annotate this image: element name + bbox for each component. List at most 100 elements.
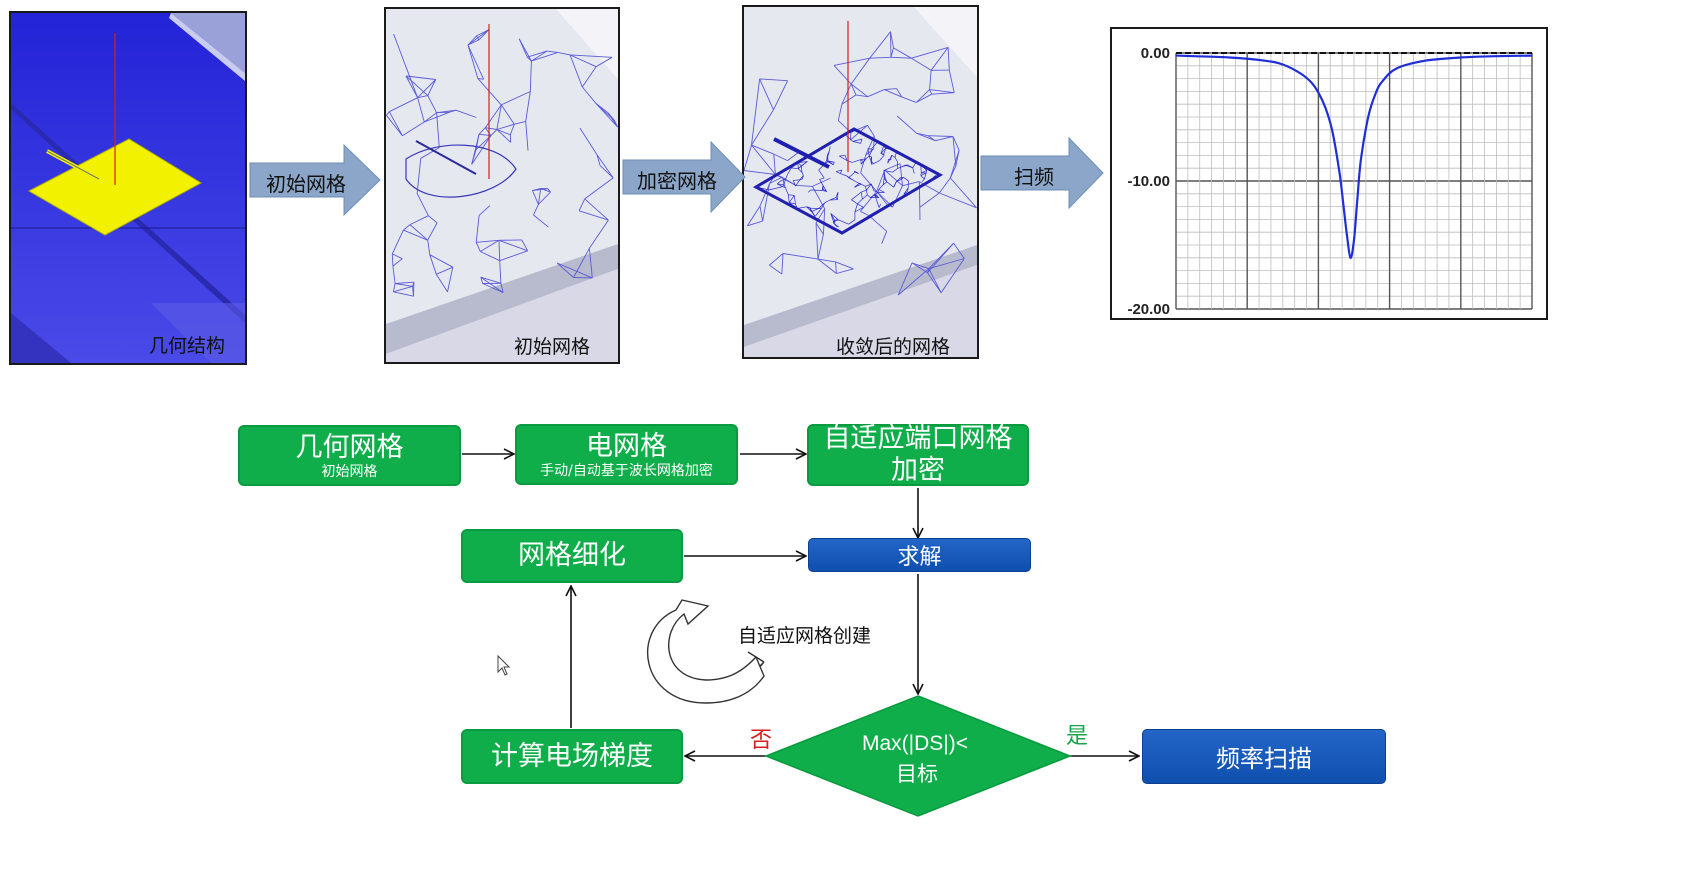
initial-mesh-caption: 初始网格: [514, 336, 591, 358]
dense-mesh-edge: [883, 178, 888, 183]
dense-mesh-edge: [828, 146, 831, 152]
mesh-edge: [915, 89, 930, 103]
decision-diamond: [763, 695, 1073, 817]
mesh-edge: [388, 111, 403, 136]
mesh-edge: [596, 154, 614, 179]
dense-mesh-edge: [880, 153, 885, 156]
dense-mesh-edge: [903, 191, 908, 195]
mesh-edge: [476, 239, 500, 243]
mesh-edge: [471, 135, 492, 165]
mesh-edge: [475, 215, 480, 243]
mesh-edge: [884, 169, 903, 187]
mesh-edge: [500, 283, 504, 293]
no-label: 否: [750, 728, 773, 753]
dense-mesh-edge: [903, 187, 909, 195]
mesh-edge: [395, 281, 414, 284]
mesh-edge: [860, 172, 878, 192]
dense-mesh-edge: [827, 155, 829, 162]
dense-mesh-edge: [897, 166, 903, 169]
mesh-edge: [817, 258, 837, 274]
dense-mesh-edge: [889, 155, 893, 161]
mesh-edge: [759, 205, 764, 222]
geometry-caption: 几何结构: [149, 335, 226, 357]
dense-mesh-edge: [799, 178, 803, 181]
dense-mesh-edge: [833, 222, 839, 228]
mesh-edge: [447, 267, 454, 292]
y-tick-label: 0.00: [1141, 45, 1170, 62]
mesh-edge: [751, 109, 774, 146]
mesh-edge: [850, 83, 868, 98]
mesh-edge: [427, 222, 438, 241]
dense-mesh-edge: [865, 183, 872, 187]
mesh-edge: [929, 70, 932, 90]
refine-mesh-arrow-label: 加密网格: [637, 169, 717, 193]
dense-mesh-edge: [861, 183, 866, 187]
solve-box: 求解: [808, 538, 1031, 572]
mesh-edge: [747, 220, 763, 227]
dense-mesh-edge: [864, 186, 867, 191]
dense-mesh-edge: [829, 197, 837, 201]
mesh-edge: [938, 177, 951, 194]
mesh-edge: [514, 120, 526, 125]
mesh-edge: [759, 183, 771, 207]
mouse-cursor: [497, 654, 511, 676]
mesh-edge: [860, 210, 870, 217]
dense-mesh-edge: [852, 159, 861, 163]
mesh-edge: [897, 262, 913, 296]
dense-mesh-edge: [788, 194, 790, 203]
mesh-edge: [392, 266, 396, 284]
mesh-edge: [403, 229, 428, 241]
mesh-edge: [538, 191, 551, 205]
initial-mesh-arrow-label: 初始网格: [266, 172, 346, 196]
mesh-edge: [869, 31, 891, 59]
dense-mesh-edge: [891, 155, 896, 158]
dense-mesh-edge: [782, 184, 785, 187]
mesh-edge: [521, 239, 528, 252]
mesh-edge: [769, 176, 783, 184]
dense-mesh-edge: [837, 192, 839, 200]
mesh-edge: [588, 248, 593, 278]
dense-mesh-edge: [875, 192, 879, 195]
mesh-edge: [402, 121, 425, 137]
dense-mesh-edge: [863, 158, 867, 163]
dense-mesh-edge: [826, 151, 830, 161]
mesh-edge: [931, 92, 955, 95]
dense-mesh-edge: [811, 208, 819, 212]
dense-mesh-edge: [840, 173, 847, 177]
converged-mesh-caption: 收敛后的网格: [836, 336, 951, 358]
dense-mesh-edge: [793, 195, 796, 204]
dense-mesh-edge: [854, 171, 859, 174]
mesh-edge: [930, 47, 949, 71]
mesh-edge: [815, 222, 819, 260]
mesh-edge: [485, 127, 497, 130]
mesh-edge: [525, 91, 531, 122]
dense-mesh-edge: [787, 167, 792, 175]
mesh-edge: [496, 129, 511, 136]
dense-mesh-edge: [921, 170, 927, 174]
mesh-edge: [884, 89, 903, 98]
mesh-edge: [890, 47, 894, 58]
mesh-edge: [949, 150, 960, 179]
dense-mesh-edge: [830, 213, 839, 221]
mesh-edge: [569, 54, 597, 68]
mesh-edge: [787, 152, 799, 161]
mesh-edge: [751, 144, 776, 175]
dense-mesh-edge: [795, 179, 800, 187]
mesh-edge: [759, 78, 788, 82]
mesh-edge: [424, 112, 437, 123]
dense-mesh-edge: [792, 180, 796, 187]
dense-mesh-edge: [867, 194, 871, 198]
mesh-edge: [759, 78, 774, 110]
mesh-edge: [416, 158, 422, 194]
mesh-edge: [501, 91, 531, 106]
dense-mesh-edge: [839, 154, 846, 157]
dense-mesh-edge: [782, 179, 785, 185]
sweep-arrow: [980, 136, 1104, 210]
mesh-edge: [744, 144, 752, 171]
mesh-edge: [427, 79, 437, 96]
mesh-edge: [911, 57, 932, 71]
mesh-edge: [478, 127, 486, 135]
mesh-edge: [533, 214, 549, 228]
mesh-edge: [416, 193, 429, 216]
dense-mesh-edge: [857, 198, 863, 205]
